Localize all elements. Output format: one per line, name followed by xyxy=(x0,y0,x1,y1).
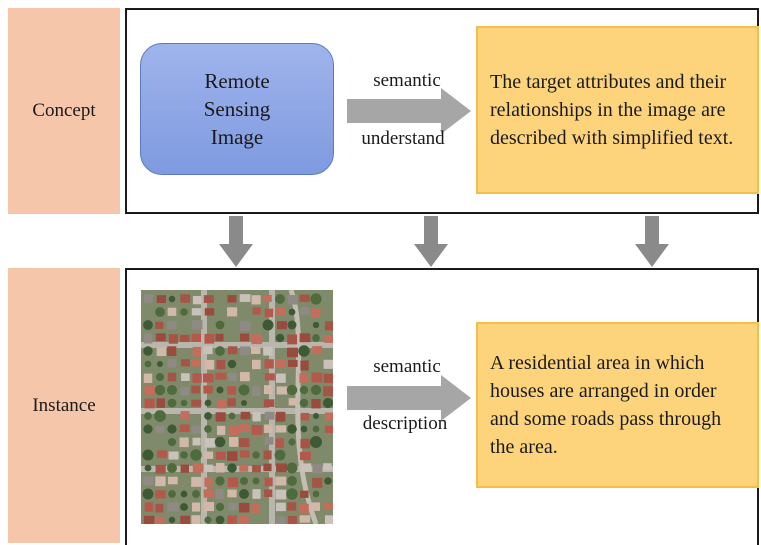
remote-sensing-image-box: Remote Sensing Image xyxy=(140,43,334,175)
instance-description-box: A residential area in which houses are a… xyxy=(476,322,759,488)
instance-row-label: Instance xyxy=(8,268,120,543)
concept-description-text: The target attributes and their relation… xyxy=(490,71,734,149)
concept-row-label: Concept xyxy=(8,8,120,214)
down-arrow-left xyxy=(219,216,253,267)
semantic-understand-arrow xyxy=(347,88,471,134)
instance-label-text: Instance xyxy=(32,394,96,416)
arrow-label-understand: understand xyxy=(361,128,445,149)
aerial-residential-image xyxy=(141,290,333,524)
concept-description-box: The target attributes and their relation… xyxy=(476,26,759,194)
arrow-label-semantic-top: semantic xyxy=(373,70,441,91)
instance-description-text: A residential area in which houses are a… xyxy=(490,352,722,458)
concept-label-text: Concept xyxy=(32,100,96,121)
down-arrow-right xyxy=(635,216,669,267)
arrow-label-semantic-bottom: semantic xyxy=(373,356,441,377)
down-arrow-middle xyxy=(414,216,448,267)
arrow-label-description: description xyxy=(362,413,448,434)
semantic-description-arrow xyxy=(347,375,471,421)
